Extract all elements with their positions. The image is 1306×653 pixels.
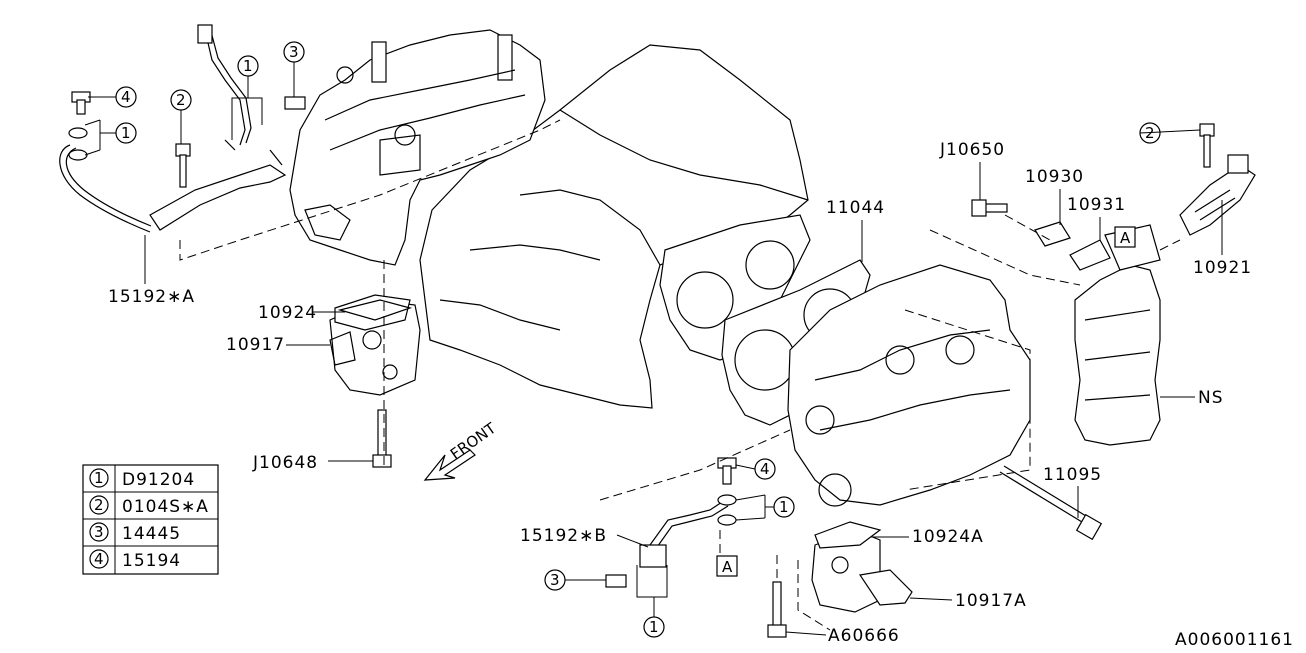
ref-box-a-upper: A (1114, 226, 1136, 248)
svg-text:14445: 14445 (122, 524, 181, 544)
oil-pipe-15192a-illustration (59, 144, 287, 233)
part-labels: 15192∗A 10924 10917 J10648 11044 J10650 … (108, 140, 1294, 650)
label-11044: 11044 (826, 198, 885, 218)
svg-text:2: 2 (94, 496, 104, 514)
valve-10917a-illustration (811, 521, 913, 613)
diagram-code: A006001161 (1175, 630, 1294, 650)
svg-text:3: 3 (94, 523, 104, 541)
callout-1-left: 1 (115, 122, 137, 144)
bolt-2-right-illustration (1199, 123, 1215, 168)
phantom-lines (179, 119, 1181, 631)
washer-pair-left-illustration (68, 127, 88, 161)
svg-text:3: 3 (289, 43, 299, 61)
label-10917a: 10917A (955, 591, 1027, 611)
bolt-j10648-illustration (372, 409, 392, 468)
legend-row: 3 14445 (89, 522, 181, 544)
front-arrow: FRONT (423, 419, 500, 481)
svg-text:4: 4 (121, 88, 131, 106)
label-j10648: J10648 (252, 453, 318, 473)
svg-text:1: 1 (649, 618, 659, 636)
callout-1-top: 1 (237, 55, 259, 77)
callout-1-lower: 1 (773, 496, 795, 518)
callout-4-lower: 4 (754, 458, 776, 480)
bolt-4-left-illustration (71, 91, 91, 115)
gaskets-10930-10931-illustration (1034, 221, 1111, 271)
left-cylinder-head-illustration (289, 29, 546, 266)
callout-2-top: 2 (170, 89, 192, 111)
svg-text:1: 1 (94, 469, 104, 487)
label-10924a: 10924A (912, 527, 984, 547)
callout-3-top: 3 (283, 41, 305, 63)
legend-row: 4 15194 (89, 549, 181, 571)
legend-table: 1 D91204 2 0104S∗A 3 14445 4 15194 (82, 464, 219, 575)
callout-leaders (84, 62, 1201, 617)
label-a60666: A60666 (828, 626, 900, 646)
svg-text:0104S∗A: 0104S∗A (122, 497, 209, 517)
svg-text:A: A (1120, 229, 1131, 247)
svg-text:D91204: D91204 (122, 470, 195, 490)
label-10917: 10917 (226, 335, 285, 355)
svg-text:3: 3 (550, 571, 560, 589)
legend-row: 2 0104S∗A (89, 495, 209, 517)
svg-text:A: A (722, 558, 733, 576)
label-15192b: 15192∗B (520, 526, 607, 546)
bolt-2-left-illustration (175, 143, 191, 188)
svg-text:4: 4 (760, 460, 770, 478)
legend-row: 1 D91204 (89, 468, 195, 490)
svg-text:2: 2 (176, 91, 186, 109)
gasket-10924-illustration (337, 299, 413, 321)
callout-4-top: 4 (115, 86, 137, 108)
label-ns: NS (1198, 388, 1224, 408)
ref-box-a-lower: A (716, 555, 738, 577)
bolt-a60666-illustration (767, 581, 787, 638)
right-cylinder-head-illustration (787, 264, 1031, 507)
solenoid-10921-illustration (1179, 154, 1256, 236)
svg-text:4: 4 (94, 550, 104, 568)
banjo-bolt-3-illustration (284, 96, 306, 110)
callout-1-bottom: 1 (643, 616, 665, 638)
head-gasket-illustration (659, 214, 871, 426)
callouts: 1 3 4 2 1 2 4 1 3 1 (115, 41, 1161, 638)
bolt-j10650-illustration (971, 199, 1008, 217)
bolt-11095-illustration (999, 465, 1103, 541)
oil-pipe-15192b-illustration (605, 499, 729, 588)
label-10930: 10930 (1025, 167, 1084, 187)
label-10921: 10921 (1193, 258, 1252, 278)
label-11095: 11095 (1043, 465, 1102, 485)
label-10931: 10931 (1067, 195, 1126, 215)
svg-text:1: 1 (121, 124, 131, 142)
oil-pipe-upper-illustration (197, 24, 252, 151)
svg-text:1: 1 (243, 57, 253, 75)
bolt-4-lower-illustration (717, 457, 737, 485)
svg-text:1: 1 (779, 498, 789, 516)
svg-text:15194: 15194 (122, 551, 181, 571)
label-10924: 10924 (258, 303, 317, 323)
label-15192a: 15192∗A (108, 287, 195, 307)
label-j10650: J10650 (939, 140, 1005, 160)
callout-3-lower: 3 (544, 569, 566, 591)
